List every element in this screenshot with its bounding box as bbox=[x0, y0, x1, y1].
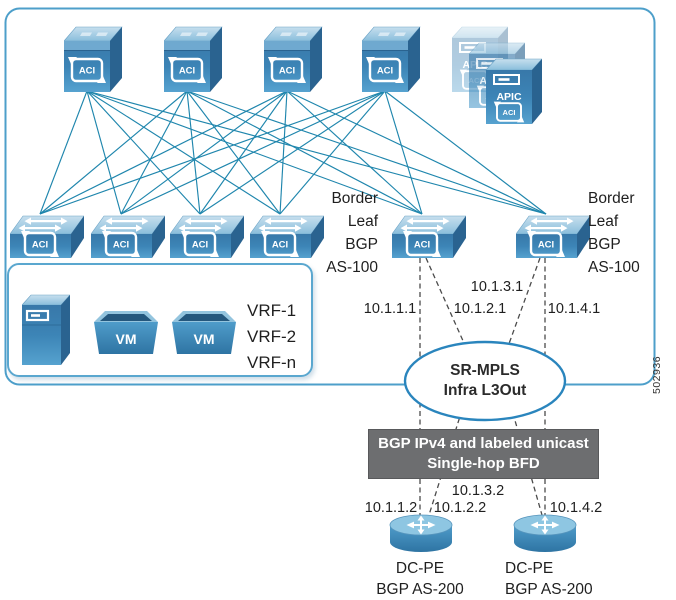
dc-pe-right-label: DC-PE BGP AS-200 bbox=[505, 560, 593, 598]
ip-label-10-1-2-2: 10.1.2.2 bbox=[433, 500, 487, 516]
ip-label-10-1-2-1: 10.1.2.1 bbox=[453, 301, 507, 317]
cloud-line-1: SR-MPLS bbox=[450, 362, 520, 379]
bfd-info-box: BGP IPv4 and labeled unicast Single-hop … bbox=[368, 429, 599, 479]
vrf-workload-box bbox=[7, 263, 313, 377]
leaf-switch-2 bbox=[91, 212, 165, 260]
fabric-link bbox=[279, 90, 288, 215]
fabric-link bbox=[279, 90, 386, 215]
fabric-link bbox=[120, 90, 386, 215]
spine-switch-2 bbox=[164, 17, 224, 92]
apic-1 bbox=[486, 56, 542, 124]
fabric-link bbox=[39, 90, 188, 215]
dc-pe-router-1 bbox=[388, 513, 454, 555]
spine-leaf-links bbox=[39, 90, 547, 215]
spine-switch-1 bbox=[64, 17, 124, 92]
apic-cluster bbox=[452, 24, 544, 126]
ip-label-10-1-1-2: 10.1.1.2 bbox=[364, 500, 418, 516]
fabric-link bbox=[286, 90, 423, 215]
fabric-link bbox=[120, 90, 188, 215]
vm-1 bbox=[94, 309, 158, 355]
spine-switch-4 bbox=[362, 17, 422, 92]
fabric-link bbox=[86, 90, 201, 215]
figure-id-label: 502936 bbox=[651, 355, 663, 394]
fabric-link bbox=[120, 90, 288, 215]
cloud-line-2: Infra L3Out bbox=[443, 382, 527, 399]
border-leaf-switch-2 bbox=[516, 212, 590, 260]
border-leaf-right-label: Border Leaf BGP AS-100 bbox=[588, 190, 640, 276]
fabric-link bbox=[199, 90, 288, 215]
fabric-link bbox=[186, 90, 423, 215]
dc-pe-router-2 bbox=[512, 513, 578, 555]
fabric-link bbox=[86, 90, 547, 215]
fabric-link bbox=[86, 90, 423, 215]
fabric-link bbox=[186, 90, 201, 215]
fabric-link bbox=[39, 90, 88, 215]
fabric-link bbox=[86, 90, 281, 215]
fabric-boundary bbox=[4, 7, 656, 386]
bfd-line-1: BGP IPv4 and labeled unicast bbox=[378, 435, 589, 452]
fabric-link bbox=[39, 90, 288, 215]
ip-label-10-1-1-1: 10.1.1.1 bbox=[363, 301, 417, 317]
fabric-link bbox=[86, 90, 122, 215]
leaf-switch-1 bbox=[10, 212, 84, 260]
fabric-link bbox=[39, 90, 386, 215]
fabric-link bbox=[384, 90, 547, 215]
fabric-link bbox=[384, 90, 423, 215]
ip-label-10-1-4-1: 10.1.4.1 bbox=[547, 301, 601, 317]
bfd-line-2: Single-hop BFD bbox=[427, 455, 540, 472]
ip-label-10-1-3-2: 10.1.3.2 bbox=[451, 483, 505, 499]
leaf-switch-3 bbox=[170, 212, 244, 260]
fabric-link bbox=[286, 90, 547, 215]
ip-label-10-1-3-1: 10.1.3.1 bbox=[470, 279, 524, 295]
ip-label-10-1-4-2: 10.1.4.2 bbox=[549, 500, 603, 516]
vrf-list-label: VRF-1 VRF-2 VRF-n bbox=[247, 301, 297, 372]
fabric-link bbox=[199, 90, 386, 215]
server bbox=[22, 293, 70, 365]
border-leaf-left-label: Border Leaf BGP AS-100 bbox=[326, 190, 378, 276]
border-leaf-switch-1 bbox=[392, 212, 466, 260]
sr-mpls-cloud bbox=[403, 340, 567, 422]
sr-mpls-cloud-label: SR-MPLS Infra L3Out bbox=[405, 361, 565, 401]
vm-2 bbox=[172, 309, 236, 355]
dc-pe-left-label: DC-PE BGP AS-200 bbox=[376, 560, 464, 598]
leaf-switch-4 bbox=[250, 212, 324, 260]
fabric-link bbox=[186, 90, 281, 215]
spine-switch-3 bbox=[264, 17, 324, 92]
